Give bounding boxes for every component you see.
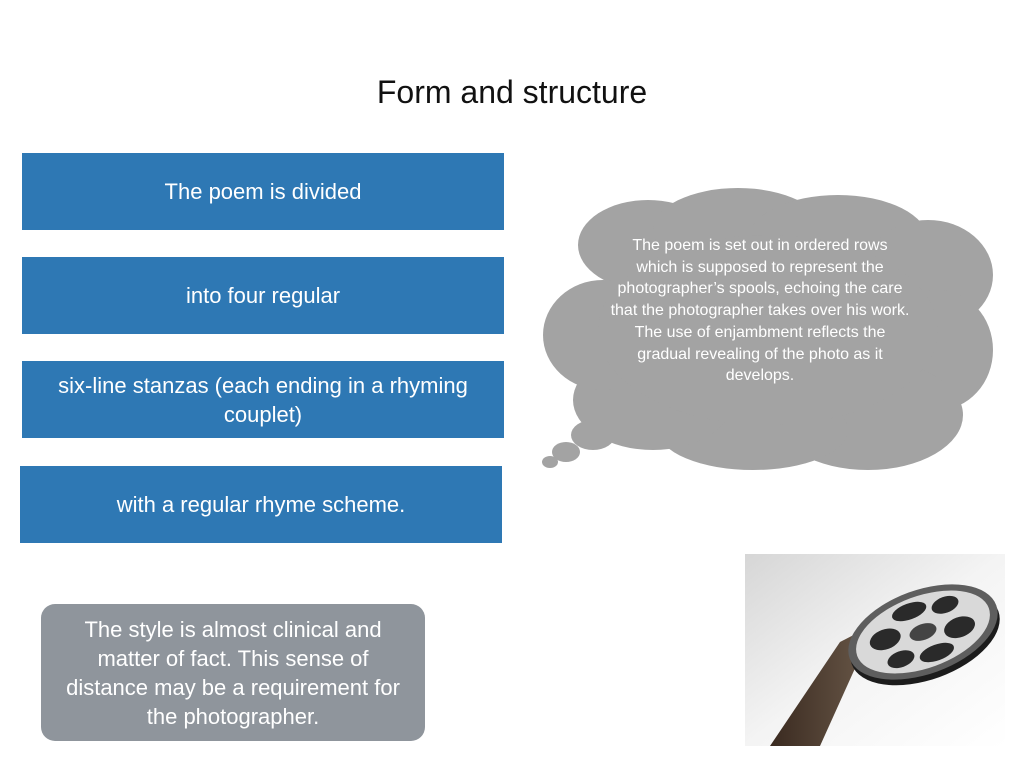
slide-title: Form and structure	[376, 74, 648, 110]
structure-box-1: The poem is divided	[22, 153, 504, 230]
structure-box-4: with a regular rhyme scheme.	[20, 466, 502, 543]
thought-bubble-shape	[542, 188, 993, 470]
film-reel-icon	[745, 554, 1005, 746]
style-note-box: The style is almost clinical and matter …	[41, 604, 425, 741]
thought-bubble: The poem is set out in ordered rows whic…	[538, 185, 998, 475]
structure-box-3: six-line stanzas (each ending in a rhymi…	[22, 361, 504, 438]
structure-box-2: into four regular	[22, 257, 504, 334]
thought-bubble-text: The poem is set out in ordered rows whic…	[610, 237, 910, 385]
